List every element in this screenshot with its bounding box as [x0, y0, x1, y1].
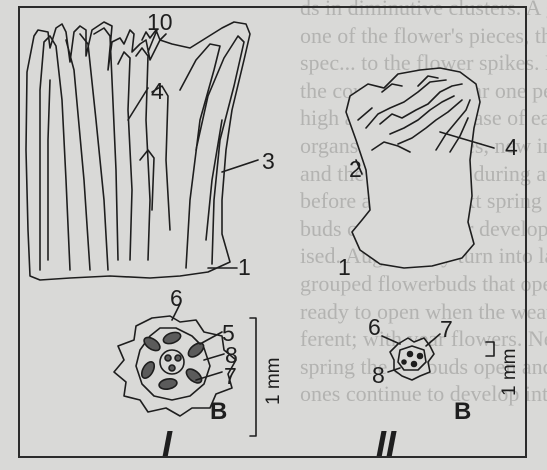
- scale-bar-label: 1 mm: [500, 349, 519, 397]
- label-3: 3: [262, 150, 275, 173]
- label-7: 7: [440, 318, 453, 341]
- label-1: 1: [338, 256, 351, 279]
- label-6: 6: [368, 316, 381, 339]
- label-8: 8: [372, 364, 385, 387]
- label-b: B: [454, 400, 471, 424]
- fig2-floral-diagram: [382, 334, 494, 380]
- figure-numeral: I: [162, 426, 172, 462]
- figure-numeral: II: [376, 426, 396, 462]
- label-4: 4: [505, 136, 518, 159]
- fig2-bud-section: [346, 68, 494, 268]
- label-b: B: [210, 400, 227, 424]
- label-1: 1: [238, 256, 251, 279]
- label-4: 4: [151, 80, 164, 103]
- scale-bar-label: 1 mm: [264, 358, 283, 406]
- fig1-longitudinal-section: [26, 22, 258, 280]
- label-7: 7: [224, 365, 237, 388]
- label-2: 2: [349, 158, 362, 181]
- label-10: 10: [147, 11, 173, 34]
- label-6: 6: [170, 287, 183, 310]
